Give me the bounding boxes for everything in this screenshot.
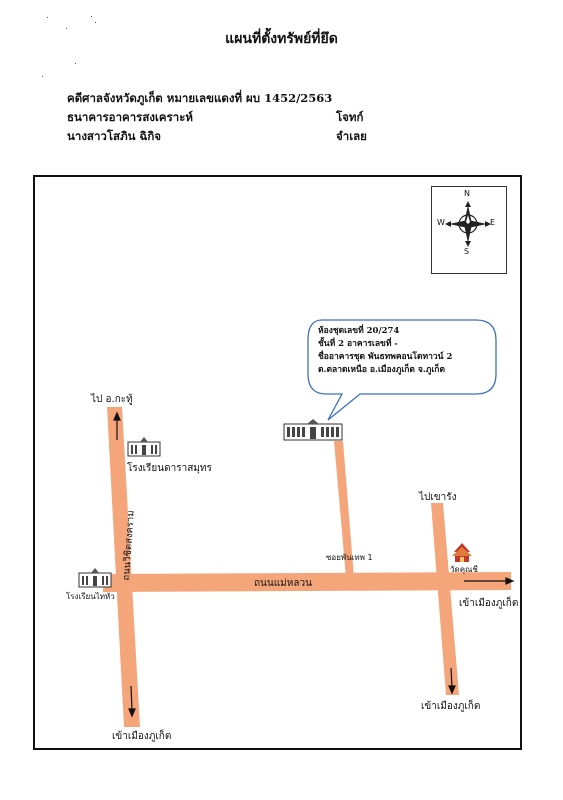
road-mae-luan — [103, 572, 511, 592]
compass-w: W — [437, 218, 445, 227]
case-line: คดีศาลจังหวัดภูเก็ต หมายเลขแดงที่ ผบ 145… — [67, 91, 333, 105]
callout-floor: ชั้นที่ 2 อาคารเลขที่ - — [318, 339, 398, 349]
road-wichit-songkhram — [107, 407, 140, 727]
label-school-darasamut: โรงเรียนดาราสมุทร — [127, 463, 212, 474]
compass-n: N — [464, 189, 470, 198]
label-to-phuket-right: เข้าเมืองภูเก็ต — [459, 598, 519, 609]
page-title: แผนที่ตั้งทรัพย์ที่ยึด — [225, 31, 338, 47]
arrow-to-phuket-bottom-left-head — [128, 708, 136, 718]
callout-building-name: ชื่ออาคารชุด พันธทพคอนโดทาวน์ 2 — [318, 352, 453, 362]
map-frame — [33, 175, 522, 750]
school-left-icon — [78, 568, 112, 588]
compass-s: S — [464, 247, 470, 256]
condo-building-icon — [283, 419, 343, 441]
label-school-left: โรงเรียนไทหัว — [66, 592, 115, 601]
arrow-to-phuket-bottom-right-head — [448, 685, 456, 695]
label-to-kathu: ไป อ.กะทู้ — [91, 394, 133, 405]
callout-unit-no: ห้องชุดเลขที่ 20/274 — [318, 326, 400, 336]
arrow-to-phuket-bottom-left — [130, 685, 133, 712]
scan-speck — [75, 63, 76, 64]
label-soi-phanthep: ซอยพันเทพ 1 — [326, 553, 373, 562]
compass-rose: N S E W — [431, 186, 507, 274]
compass-icon — [445, 201, 491, 247]
road-soi-phanthep — [334, 441, 354, 578]
compass-e: E — [490, 218, 496, 227]
label-to-phuket-bottom-right: เข้าเมืองภูเก็ต — [421, 701, 481, 712]
label-to-phuket-bottom-left: เข้าเมืองภูเก็ต — [112, 731, 172, 742]
temple-icon — [452, 543, 472, 562]
scan-speck — [47, 17, 48, 18]
arrow-to-kathu-head — [113, 411, 121, 421]
scan-speck — [66, 28, 67, 29]
plaintiff-name: ธนาคารอาคารสงเคราะห์ — [67, 110, 194, 124]
label-to-khao-rang: ไปเขารัง — [419, 492, 457, 503]
road-khao-rang — [431, 503, 459, 695]
property-callout — [307, 319, 497, 421]
scan-speck — [91, 16, 92, 17]
school-darasamut-icon — [127, 437, 161, 457]
scan-speck — [95, 22, 96, 23]
plaintiff-role: โจทก์ — [336, 110, 364, 124]
arrow-to-phuket-right-head — [505, 577, 515, 585]
defendant-name: นางสาวโสภิน ฉิกิจ — [67, 129, 162, 143]
arrow-to-phuket-bottom-right — [450, 667, 453, 689]
label-mae-luan-road: ถนนแม่หลวน — [254, 578, 312, 589]
scan-speck — [42, 76, 43, 77]
label-temple: วัดคุณชี — [450, 565, 478, 574]
defendant-role: จำเลย — [336, 129, 367, 143]
callout-address: ต.ตลาดเหนือ อ.เมืองภูเก็ต จ.ภูเก็ต — [318, 365, 445, 375]
